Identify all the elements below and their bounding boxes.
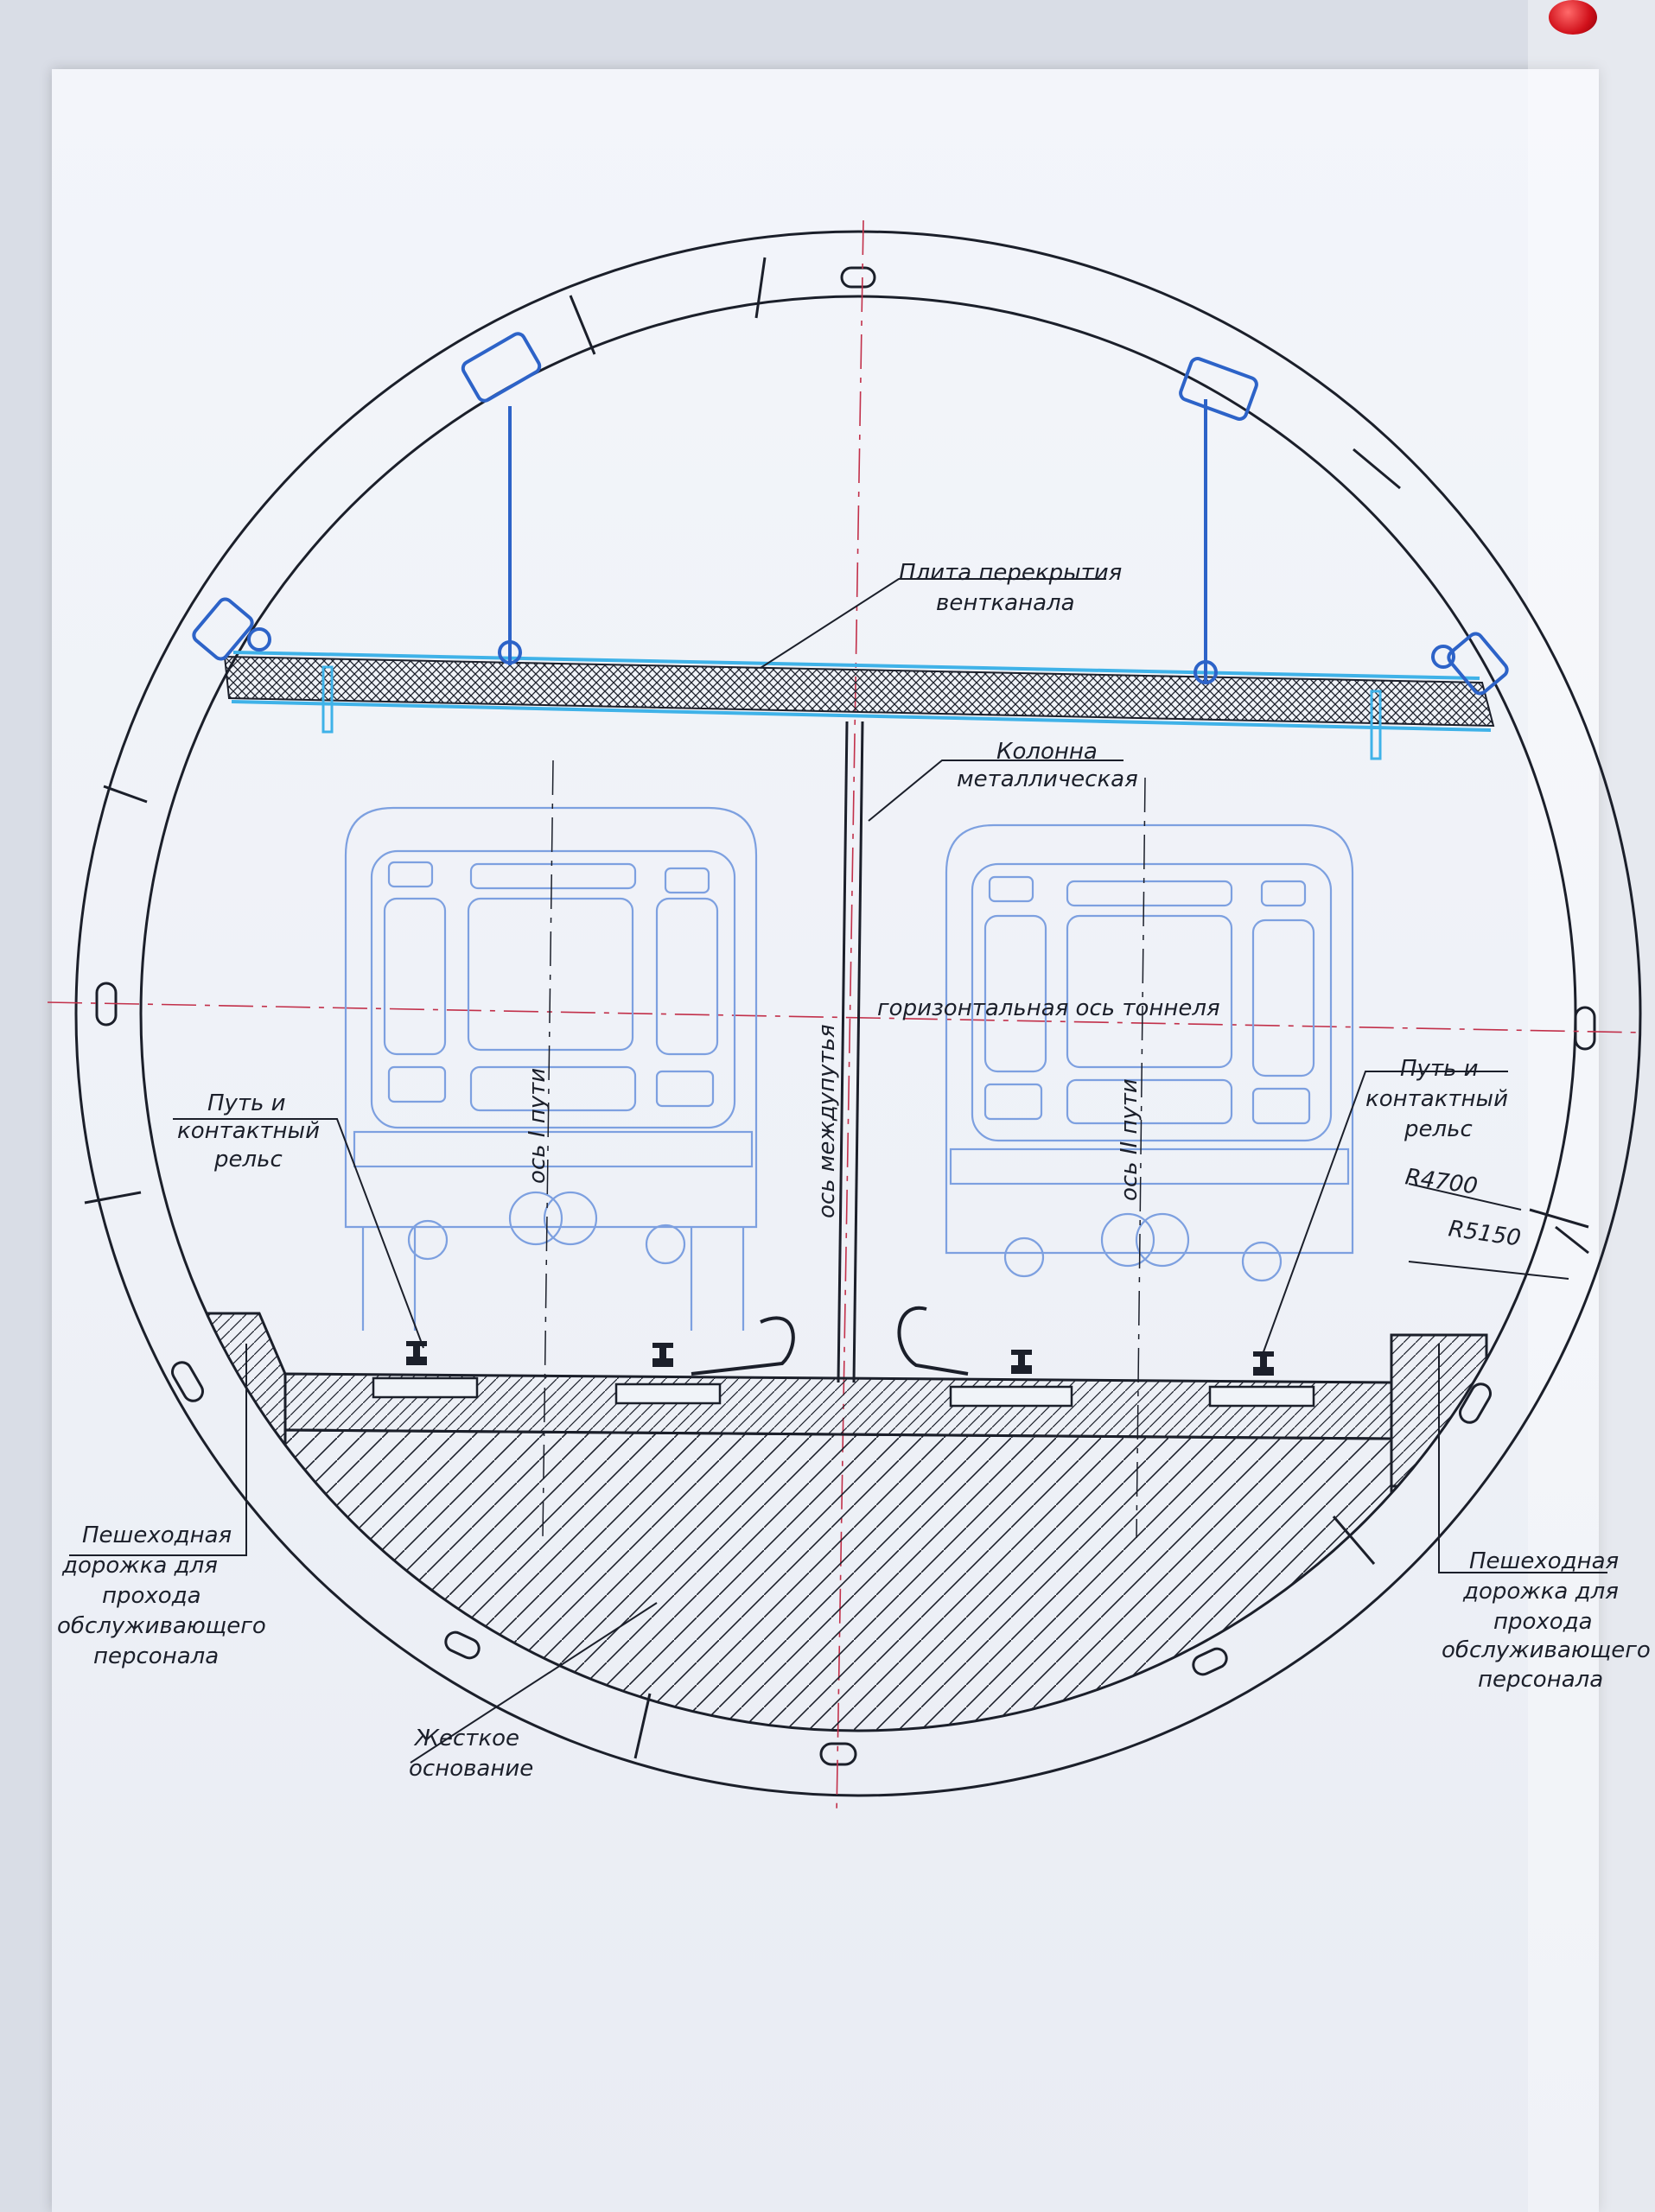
walkway-left-line5: персонала — [93, 1643, 219, 1669]
rail-label-left: Путь и контактный рельс — [177, 1090, 320, 1173]
outer-ring — [74, 230, 1642, 1797]
column-label-line2: металлическая — [957, 766, 1138, 792]
base-label: Жесткое основание — [409, 1726, 533, 1782]
slab-hangers — [192, 332, 1509, 696]
horizontal-axis-label: горизонтальная ось тоннеля — [877, 995, 1220, 1021]
walkway-left-line3: прохода — [102, 1583, 201, 1609]
radius-inner-label: R4700 — [1404, 1164, 1480, 1199]
walkway-right-line4: обслуживающего — [1442, 1637, 1651, 1663]
walkway-right-line2: дорожка для — [1462, 1579, 1619, 1605]
inter-track-axis-label: ось междупутья — [814, 1024, 840, 1218]
base-label-line2: основание — [409, 1756, 533, 1782]
metal-column — [837, 721, 864, 1383]
rail-left-line3: рельс — [213, 1147, 283, 1173]
push-pin-icon — [1549, 0, 1597, 35]
train-car-left — [344, 760, 758, 1539]
walkway-right-line5: персонала — [1478, 1667, 1603, 1693]
walkway-right-line1: Пешеходная — [1469, 1548, 1619, 1574]
column-label-line1: Колонна — [996, 739, 1098, 765]
base-label-line1: Жесткое — [413, 1726, 519, 1751]
rail-right-line3: рельс — [1404, 1116, 1473, 1142]
rail-left-line1: Путь и — [207, 1090, 286, 1116]
segment-joints — [84, 257, 1589, 1759]
train-car-right — [945, 777, 1354, 1539]
column-label: Колонна металлическая — [957, 739, 1138, 792]
rail-left-line2: контактный — [177, 1118, 320, 1144]
walkway-right-line3: прохода — [1493, 1609, 1593, 1635]
bolt-pockets — [95, 266, 1596, 1766]
walkway-label-left: Пешеходная дорожка для прохода обслужива… — [57, 1522, 266, 1669]
rails — [372, 1306, 1315, 1408]
slab-label-line2: вентканала — [936, 590, 1075, 616]
slab-label-line1: Плита перекрытия — [899, 560, 1122, 586]
walkway-left-line1: Пешеходная — [82, 1522, 232, 1548]
rail-right-line2: контактный — [1365, 1086, 1508, 1112]
rail-right-line1: Путь и — [1400, 1056, 1479, 1082]
slab-label: Плита перекрытия вентканала — [899, 560, 1122, 616]
walkway-label-right: Пешеходная дорожка для прохода обслужива… — [1442, 1548, 1651, 1693]
rail-label-right: Путь и контактный рельс — [1365, 1056, 1508, 1142]
radius-outer-label: R5150 — [1447, 1216, 1523, 1251]
walkway-left-line2: дорожка для — [61, 1553, 218, 1579]
walkway-left-line4: обслуживающего — [57, 1613, 266, 1639]
track-axis-1-label: ось I пути — [525, 1068, 551, 1184]
vent-slab — [192, 332, 1509, 760]
leader-lines — [69, 578, 1607, 1764]
track-axis-2-label: ось II пути — [1117, 1078, 1143, 1201]
horizontal-axis-line — [47, 1001, 1643, 1033]
